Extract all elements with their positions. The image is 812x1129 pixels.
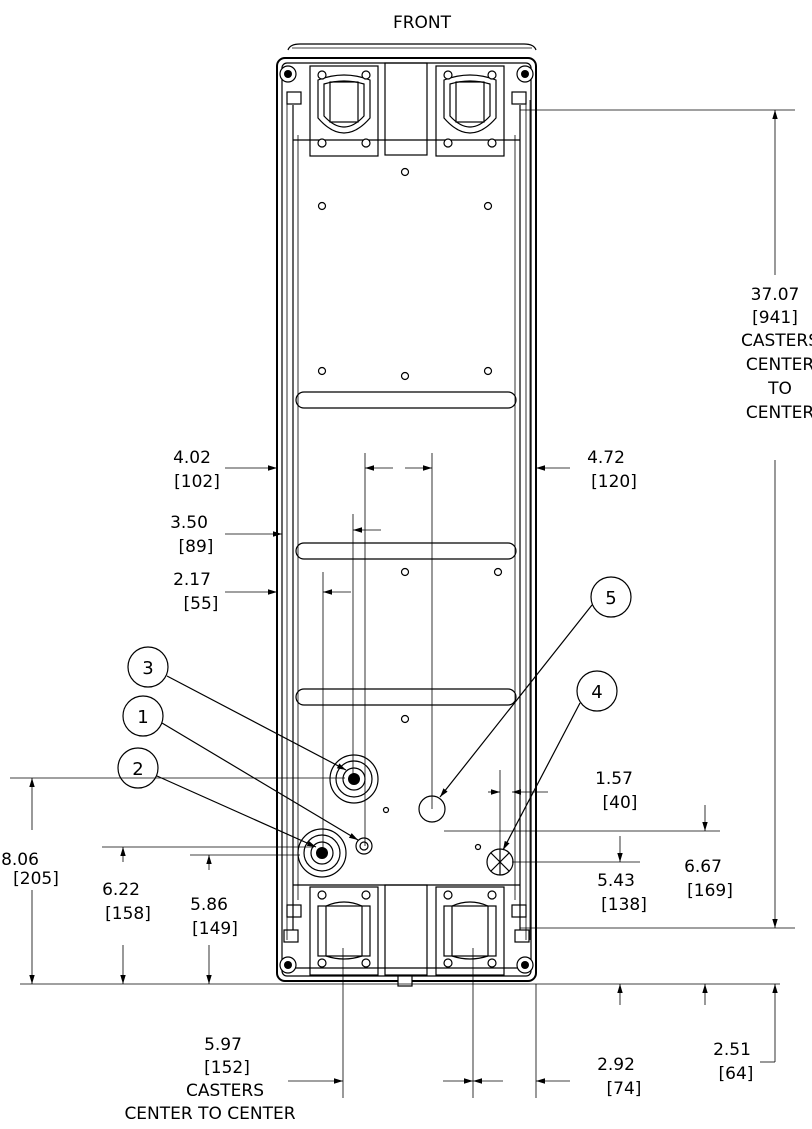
svg-text:5.43: 5.43	[597, 871, 635, 891]
dimension-1-57: 1.57 [40]	[595, 769, 637, 813]
svg-text:[74]: [74]	[607, 1079, 642, 1099]
svg-text:2.17: 2.17	[173, 570, 211, 590]
svg-text:5: 5	[605, 588, 616, 609]
dimension-8-06: 8.06 [205]	[1, 850, 59, 889]
svg-text:2.92: 2.92	[597, 1055, 635, 1075]
svg-text:1: 1	[137, 707, 148, 728]
cabinet-body	[276, 43, 537, 987]
caster-bottom-right	[435, 886, 505, 976]
dimension-5-97: 5.97 [152] CASTERS CENTER TO CENTER	[124, 1035, 295, 1124]
callout-4: 4	[502, 670, 618, 851]
svg-text:CENTER TO CENTER: CENTER TO CENTER	[124, 1104, 295, 1124]
view-title: FRONT	[393, 13, 452, 33]
dimension-4-72: 4.72 [120]	[587, 448, 637, 492]
svg-text:[152]: [152]	[204, 1058, 250, 1078]
caster-bottom-left	[309, 886, 379, 976]
corner-bolts	[279, 65, 534, 974]
svg-text:[169]: [169]	[687, 881, 733, 901]
svg-text:3.50: 3.50	[170, 513, 208, 533]
svg-text:[941]: [941]	[752, 308, 798, 328]
svg-text:6.22: 6.22	[102, 880, 140, 900]
callout-1: 1	[122, 695, 359, 841]
svg-text:[64]: [64]	[719, 1064, 754, 1084]
dimension-6-67: 6.67 [169]	[684, 857, 733, 901]
svg-text:2: 2	[132, 759, 143, 780]
dimension-3-50: 3.50 [89]	[170, 513, 213, 557]
svg-text:[120]: [120]	[591, 472, 637, 492]
port-3	[329, 754, 379, 804]
dimension-6-22: 6.22 [158]	[102, 880, 151, 924]
svg-text:5.97: 5.97	[204, 1035, 242, 1055]
svg-text:[55]: [55]	[184, 594, 219, 614]
svg-text:[138]: [138]	[601, 895, 647, 915]
dimension-5-86: 5.86 [149]	[190, 895, 238, 939]
svg-text:4: 4	[591, 682, 602, 703]
svg-text:[158]: [158]	[105, 904, 151, 924]
dimension-2-51: 2.51 [64]	[713, 1040, 753, 1084]
svg-text:1.57: 1.57	[595, 769, 633, 789]
svg-text:6.67: 6.67	[684, 857, 722, 877]
dimension-2-17: 2.17 [55]	[173, 570, 218, 614]
svg-text:5.86: 5.86	[190, 895, 228, 915]
dimension-geometry	[10, 109, 795, 1098]
dimension-2-92: 2.92 [74]	[597, 1055, 641, 1099]
svg-text:TO: TO	[767, 379, 792, 399]
dimension-37-07: 37.07 [941] CASTERS CENTER TO CENTER	[741, 285, 812, 423]
svg-text:CASTERS: CASTERS	[741, 331, 812, 351]
callout-5: 5	[439, 576, 632, 798]
svg-text:2.51: 2.51	[713, 1040, 751, 1060]
dimension-5-43: 5.43 [138]	[597, 871, 647, 915]
svg-text:37.07: 37.07	[751, 285, 800, 305]
svg-text:CASTERS: CASTERS	[186, 1081, 264, 1101]
svg-text:[89]: [89]	[179, 537, 214, 557]
svg-text:[149]: [149]	[192, 919, 238, 939]
slots	[295, 391, 517, 706]
mounting-holes	[317, 167, 503, 851]
port-2	[297, 828, 347, 878]
svg-text:3: 3	[142, 658, 153, 679]
port-1	[355, 837, 373, 855]
svg-text:[102]: [102]	[174, 472, 220, 492]
svg-text:[205]: [205]	[13, 869, 59, 889]
svg-text:4.72: 4.72	[587, 448, 625, 468]
caster-top-right	[435, 65, 505, 157]
svg-text:4.02: 4.02	[173, 448, 211, 468]
svg-text:CENTER: CENTER	[746, 355, 812, 375]
callout-3: 3	[127, 646, 347, 771]
svg-text:8.06: 8.06	[1, 850, 39, 870]
svg-text:[40]: [40]	[603, 793, 638, 813]
svg-text:CENTER: CENTER	[746, 403, 812, 423]
caster-top-left	[309, 65, 379, 157]
dimension-4-02: 4.02 [102]	[173, 448, 220, 492]
